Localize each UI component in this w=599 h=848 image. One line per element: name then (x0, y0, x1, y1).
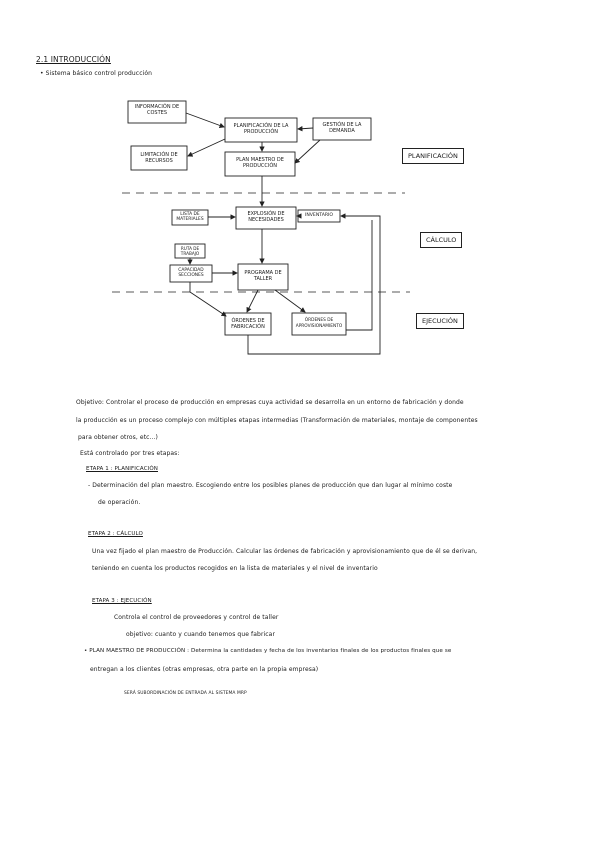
etapa-3-title: ETAPA 3 : EJECUCIÓN (92, 598, 152, 604)
production-control-diagram (112, 100, 410, 355)
box-capacidad-secciones: CAPACIDAD SECCIONES (178, 268, 204, 278)
box-planificacion-produccion: PLANIFICACIÓN DE LA PRODUCCIÓN (233, 123, 289, 135)
box-inventario: INVENTARIO (304, 213, 334, 218)
stage-planificacion: PLANIFICACIÓN (402, 148, 464, 164)
etapa-2-line-1: Una vez fijado el plan maestro de Produc… (92, 548, 478, 555)
objetivo-line-3: para obtener otros, etc...) (78, 434, 159, 441)
etapa-3-line-2: objetivo: cuanto y cuando tenemos que fa… (126, 631, 276, 638)
plan-maestro-line-1: • PLAN MAESTRO DE PRODUCCIÓN : Determina… (84, 648, 452, 654)
box-ordenes-aprovisionamiento: ÓRDENES DE APROVISIONAMIENTO (295, 318, 343, 329)
plan-maestro-line-2: entregan a los clientes (otras empresas,… (90, 666, 319, 673)
box-limitacion-recursos: LIMITACIÓN DE RECURSOS (140, 152, 178, 164)
etapa-2-title: ETAPA 2 : CÁLCULO (88, 531, 143, 537)
objetivo-line-2: la producción es un proceso complejo con… (76, 417, 478, 424)
stage-ejecucion: EJECUCIÓN (416, 313, 464, 329)
mrp-note: SERÁ SUBORDINACIÓN DE ENTRADA AL SISTEMA… (124, 691, 247, 696)
box-programa-taller: PROGRAMA DE TALLER (244, 270, 282, 282)
box-explosion-necesidades: EXPLOSIÓN DE NECESIDADES (247, 211, 285, 223)
stage-calculo: CÁLCULO (420, 232, 463, 248)
box-ordenes-fabricacion: ÓRDENES DE FABRICACIÓN (231, 318, 265, 330)
box-ruta-trabajo: RUTA DE TRABAJO (180, 246, 200, 256)
box-gestion-demanda: GESTIÓN DE LA DEMANDA (322, 122, 362, 134)
box-plan-maestro: PLAN MAESTRO DE PRODUCCIÓN (236, 157, 284, 169)
etapa-1-line-2: de operación. (98, 499, 141, 506)
etapa-2-line-2: teniendo en cuenta los productos recogid… (92, 565, 378, 572)
etapa-3-line-1: Controla el control de proveedores y con… (114, 614, 279, 621)
etapa-1-title: ETAPA 1 : PLANIFICACIÓN (86, 466, 158, 472)
etapa-1-line-1: - Determinación del plan maestro. Escogi… (88, 482, 453, 489)
box-lista-materiales: LISTA DE MATERIALES (176, 212, 204, 222)
objetivo-line-1: Objetivo: Controlar el proceso de produc… (76, 399, 464, 406)
box-informacion-costes: INFORMACIÓN DE COSTES (134, 104, 180, 116)
section-subheading: • Sistema básico control producción (40, 70, 153, 77)
section-heading: 2.1 INTRODUCCIÓN (36, 55, 111, 64)
controlado-text: Está controlado por tres etapas: (80, 450, 180, 457)
